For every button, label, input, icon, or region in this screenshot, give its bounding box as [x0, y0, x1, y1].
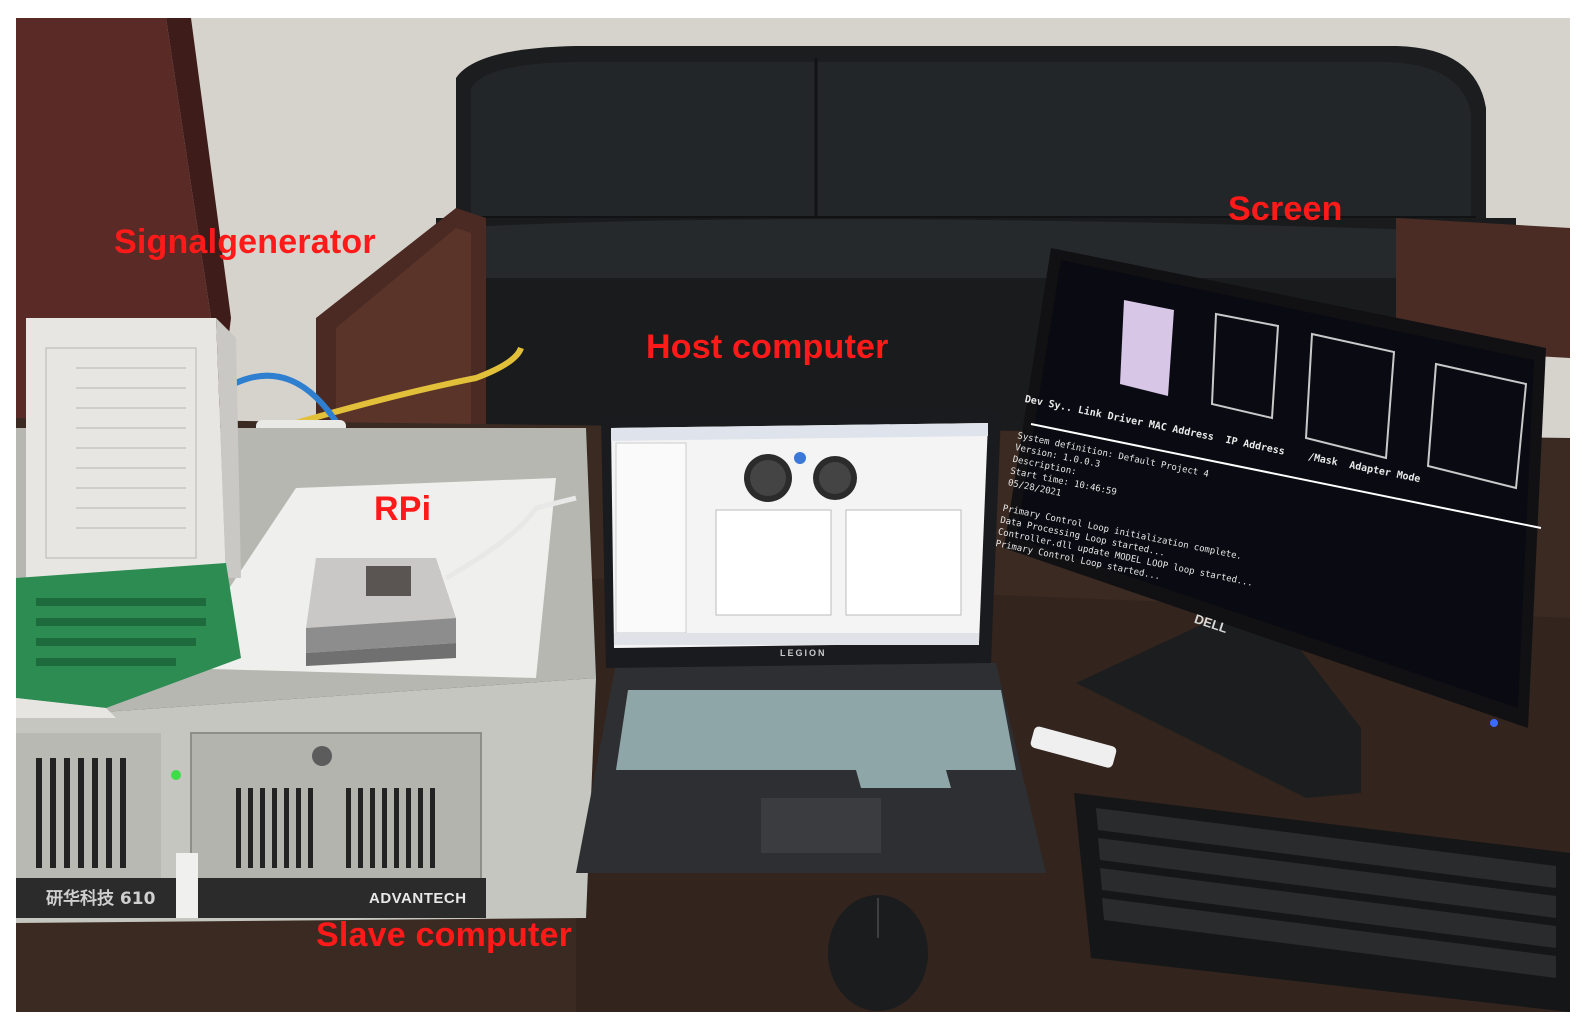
label-slave-computer: Slave computer: [316, 916, 573, 954]
cpu-monitor-panels: [1120, 300, 1174, 396]
label-host-computer: Host computer: [646, 328, 889, 366]
laptop-keyboard: [616, 690, 1016, 770]
chart-area-left: [715, 509, 832, 616]
lab-setup-photo: LEGION DELL ADVANTECH 研华科技 610 Dev Sy.. …: [16, 18, 1570, 1012]
power-led: [171, 770, 181, 780]
usb-dongle: [176, 853, 198, 918]
rpi-device: [306, 558, 456, 666]
label-rpi: RPi: [374, 490, 432, 528]
chassis-vents: [36, 758, 435, 868]
laptop-taskbar: [614, 633, 979, 645]
monitor-stand: [1076, 618, 1361, 798]
label-screen: Screen: [1228, 190, 1343, 228]
laptop-touchpad: [761, 798, 881, 853]
laptop-brand-text: LEGION: [780, 648, 827, 658]
photo-scene: [16, 18, 1570, 1012]
chart-area-right: [845, 509, 962, 616]
usb-stick: [1030, 726, 1117, 768]
monitor-power-led: [1490, 719, 1498, 727]
label-signal-generator: Signalgenerator: [114, 223, 376, 261]
chassis-lock: [312, 746, 332, 766]
chassis-nameplate: [16, 878, 486, 918]
chassis-plate-text: 研华科技 610: [46, 889, 156, 909]
signal-generator-panel: [26, 318, 226, 588]
mouse: [828, 895, 928, 1011]
chassis-brand-text: ADVANTECH: [369, 890, 467, 907]
sofa-arm-right: [1396, 218, 1570, 358]
